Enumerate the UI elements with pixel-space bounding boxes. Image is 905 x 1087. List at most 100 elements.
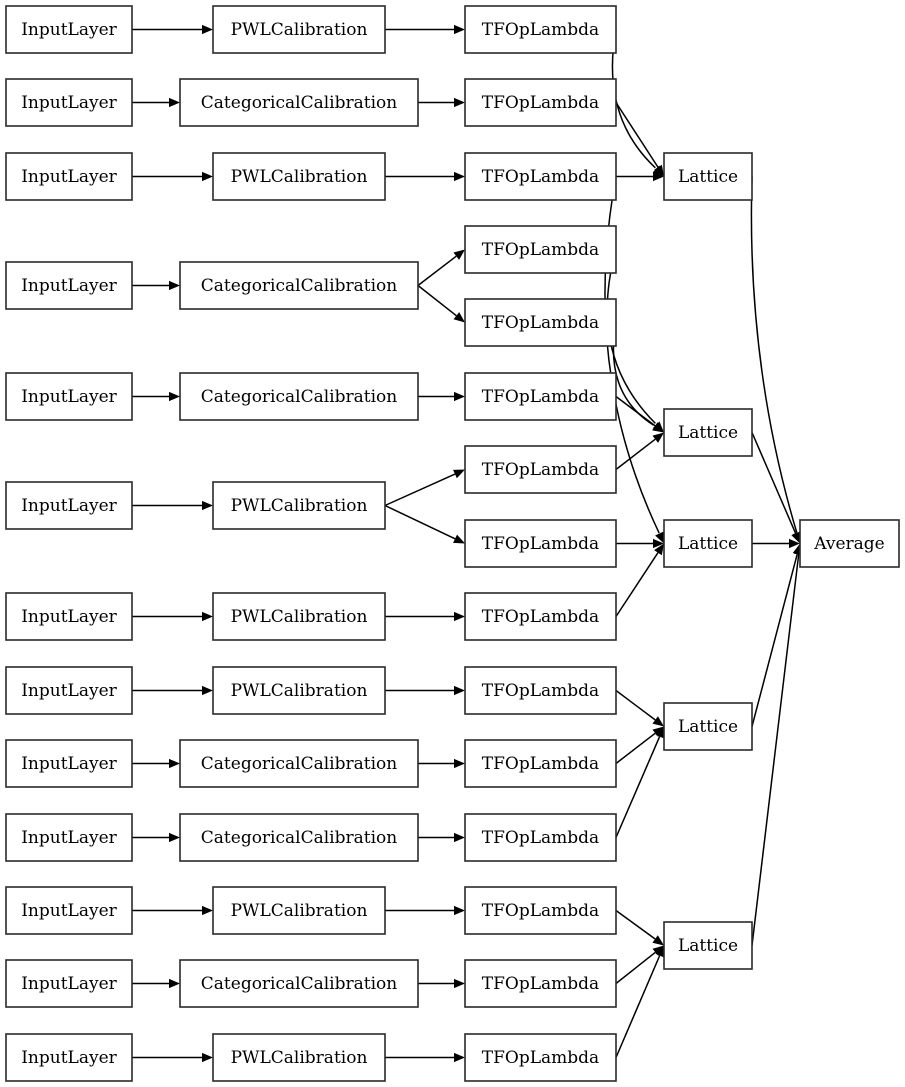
node-box[interactable] [212,481,386,530]
node-box[interactable] [179,372,419,421]
node-input-layer-in1[interactable]: InputLayer [5,5,133,54]
node-lattice-lat3[interactable]: Lattice [663,519,753,568]
node-tfop-lambda-op8[interactable]: TFOpLambda [464,519,617,568]
node-tfop-lambda-op6[interactable]: TFOpLambda [464,372,617,421]
node-pwlcalibration-cal13[interactable]: PWLCalibration [212,1033,386,1082]
edge-pwlcalibration-to-tfop-lambda [385,171,465,182]
node-tfop-lambda-op3[interactable]: TFOpLambda [464,152,617,201]
node-box[interactable] [5,481,133,530]
node-box[interactable] [212,1033,386,1082]
node-box[interactable] [5,739,133,788]
node-label: TFOpLambda [482,1048,599,1068]
node-box[interactable] [464,592,617,641]
node-box[interactable] [212,592,386,641]
node-box[interactable] [212,5,386,54]
node-average-avg[interactable]: Average [799,519,900,568]
node-box[interactable] [464,959,617,1008]
edge-input-layer-to-categorical-calibration [132,832,180,843]
edge-lattice-to-average [751,543,804,946]
node-input-layer-in6[interactable]: InputLayer [5,481,133,530]
node-tfop-lambda-op1[interactable]: TFOpLambda [464,5,617,54]
node-input-layer-in8[interactable]: InputLayer [5,666,133,715]
node-box[interactable] [464,739,617,788]
node-box[interactable] [464,152,617,201]
node-pwlcalibration-cal3[interactable]: PWLCalibration [212,152,386,201]
node-input-layer-in10[interactable]: InputLayer [5,813,133,862]
node-box[interactable] [464,666,617,715]
node-box[interactable] [5,78,133,127]
node-box[interactable] [663,152,753,201]
node-pwlcalibration-cal8[interactable]: PWLCalibration [212,666,386,715]
node-box[interactable] [663,519,753,568]
node-lattice-lat2[interactable]: Lattice [663,408,753,457]
node-lattice-lat1[interactable]: Lattice [663,152,753,201]
node-box[interactable] [179,261,419,310]
node-box[interactable] [663,408,753,457]
node-tfop-lambda-op14[interactable]: TFOpLambda [464,959,617,1008]
node-box[interactable] [464,519,617,568]
node-input-layer-in2[interactable]: InputLayer [5,78,133,127]
node-box[interactable] [464,5,617,54]
node-box[interactable] [464,78,617,127]
node-tfop-lambda-op2[interactable]: TFOpLambda [464,78,617,127]
edge-arrowhead [652,945,664,956]
node-box[interactable] [5,152,133,201]
node-tfop-lambda-op10[interactable]: TFOpLambda [464,666,617,715]
node-box[interactable] [464,1033,617,1082]
node-input-layer-in4[interactable]: InputLayer [5,261,133,310]
node-box[interactable] [212,886,386,935]
node-pwlcalibration-cal11[interactable]: PWLCalibration [212,886,386,935]
node-box[interactable] [5,592,133,641]
node-tfop-lambda-op9[interactable]: TFOpLambda [464,592,617,641]
node-categorical-calibration-cal5[interactable]: CategoricalCalibration [179,372,419,421]
node-input-layer-in13[interactable]: InputLayer [5,1033,133,1082]
node-box[interactable] [464,225,617,274]
edge-categorical-calibration-to-tfop-lambda [417,249,465,287]
node-box[interactable] [5,886,133,935]
node-box[interactable] [5,666,133,715]
node-categorical-calibration-cal10[interactable]: CategoricalCalibration [179,813,419,862]
node-box[interactable] [464,372,617,421]
node-box[interactable] [212,666,386,715]
node-pwlcalibration-cal6[interactable]: PWLCalibration [212,481,386,530]
node-input-layer-in11[interactable]: InputLayer [5,886,133,935]
node-input-layer-in12[interactable]: InputLayer [5,959,133,1008]
node-lattice-lat4[interactable]: Lattice [663,702,753,751]
node-box[interactable] [5,1033,133,1082]
node-box[interactable] [5,959,133,1008]
node-tfop-lambda-op4[interactable]: TFOpLambda [464,225,617,274]
node-pwlcalibration-cal7[interactable]: PWLCalibration [212,592,386,641]
node-box[interactable] [179,78,419,127]
node-tfop-lambda-op7[interactable]: TFOpLambda [464,445,617,494]
node-box[interactable] [464,886,617,935]
node-categorical-calibration-cal9[interactable]: CategoricalCalibration [179,739,419,788]
node-input-layer-in7[interactable]: InputLayer [5,592,133,641]
node-box[interactable] [464,813,617,862]
node-categorical-calibration-cal12[interactable]: CategoricalCalibration [179,959,419,1008]
node-tfop-lambda-op13[interactable]: TFOpLambda [464,886,617,935]
node-box[interactable] [5,372,133,421]
node-box[interactable] [179,739,419,788]
node-lattice-lat5[interactable]: Lattice [663,921,753,970]
node-box[interactable] [212,152,386,201]
node-tfop-lambda-op11[interactable]: TFOpLambda [464,739,617,788]
node-categorical-calibration-cal4[interactable]: CategoricalCalibration [179,261,419,310]
node-tfop-lambda-op15[interactable]: TFOpLambda [464,1033,617,1082]
node-box[interactable] [464,445,617,494]
node-box[interactable] [179,959,419,1008]
node-box[interactable] [663,921,753,970]
node-categorical-calibration-cal2[interactable]: CategoricalCalibration [179,78,419,127]
node-box[interactable] [464,298,617,347]
node-tfop-lambda-op12[interactable]: TFOpLambda [464,813,617,862]
node-box[interactable] [179,813,419,862]
node-box[interactable] [5,813,133,862]
node-pwlcalibration-cal1[interactable]: PWLCalibration [212,5,386,54]
node-tfop-lambda-op5[interactable]: TFOpLambda [464,298,617,347]
node-box[interactable] [799,519,900,568]
node-input-layer-in9[interactable]: InputLayer [5,739,133,788]
node-box[interactable] [5,261,133,310]
node-box[interactable] [663,702,753,751]
node-box[interactable] [5,5,133,54]
node-input-layer-in5[interactable]: InputLayer [5,372,133,421]
node-input-layer-in3[interactable]: InputLayer [5,152,133,201]
